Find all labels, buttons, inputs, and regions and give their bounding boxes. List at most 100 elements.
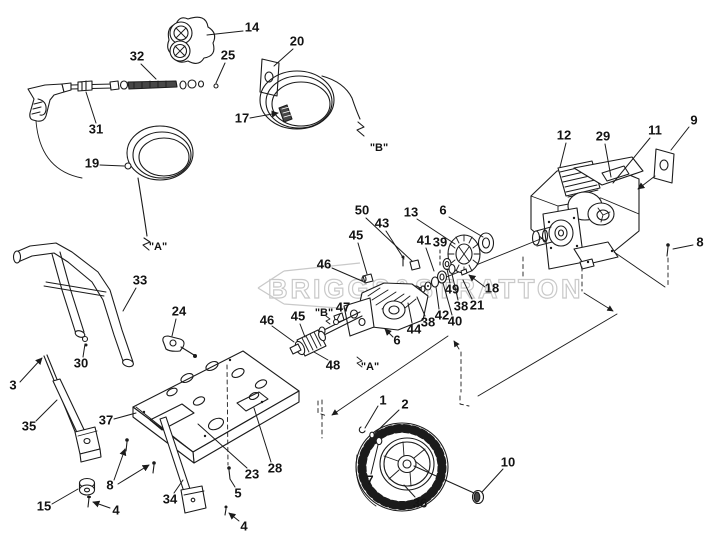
callout-label: 4	[112, 502, 120, 517]
callout-label: 2	[401, 396, 408, 411]
extension-lance	[119, 79, 219, 90]
part-callout-9-12: 9	[670, 112, 698, 151]
part-callout-24-38: 24	[171, 303, 187, 337]
part-callout-21-24: 21	[462, 279, 484, 312]
callout-label: 37	[99, 412, 113, 427]
leader-line	[435, 286, 440, 310]
leader-line	[407, 302, 413, 324]
leader-line	[19, 357, 43, 383]
part-callout-14-0: 14	[206, 19, 260, 36]
nozzle-holder	[167, 16, 216, 64]
callout-label: 5	[234, 485, 241, 500]
washer-7	[375, 436, 383, 446]
part-callout-12-9: 12	[557, 127, 571, 168]
callout-label: 6	[439, 202, 446, 217]
leader-line	[672, 244, 694, 250]
callout-label: 8	[106, 477, 113, 492]
ball-47	[332, 318, 340, 326]
leader-line	[140, 63, 157, 80]
callout-label: 18	[485, 280, 499, 295]
callout-label: 36	[413, 495, 427, 510]
pto-shaft	[531, 230, 541, 246]
part-callout-38-25: 38	[451, 273, 468, 313]
part-callout-1-51: 1	[364, 392, 387, 429]
leader-line	[385, 230, 405, 260]
leader-line	[171, 318, 177, 337]
callout-label: 46	[260, 312, 274, 327]
leader-line	[670, 126, 690, 151]
axle-pin-1	[358, 426, 366, 434]
callout-label: 4	[240, 518, 248, 533]
part-callout-28-50: 28	[253, 407, 282, 475]
leader-line	[82, 343, 86, 358]
callout-label: 34	[163, 491, 178, 506]
callout-label: 35	[22, 418, 36, 433]
leader-line	[612, 137, 651, 184]
leader-line	[442, 282, 453, 316]
part-callout-15-44: 15	[37, 488, 79, 513]
callout-label: 13	[404, 204, 418, 219]
engine	[530, 156, 644, 270]
callout-label: 46	[317, 256, 331, 271]
leader-line	[448, 216, 484, 238]
part-callout-30-39: 30	[74, 343, 88, 370]
leader-line	[197, 423, 248, 469]
part-callout-10-55: 10	[481, 454, 515, 493]
part-callout-6-19: 6	[439, 202, 484, 238]
callout-label: 45	[349, 227, 363, 242]
handle-frame	[12, 242, 134, 368]
part-callout-35-41: 35	[22, 399, 58, 433]
part-callout-39-21: 39	[433, 234, 447, 268]
leader-line	[117, 464, 150, 485]
inlet-coupler-48	[289, 329, 327, 357]
support-strut-group	[43, 354, 102, 508]
leader-line	[99, 164, 125, 167]
callout-label: 50	[355, 202, 369, 217]
callout-label: 7	[366, 472, 373, 487]
leader-line	[92, 500, 111, 509]
leader-line	[249, 110, 279, 119]
leader-line	[253, 407, 272, 463]
part-callout-42-27: 42	[435, 286, 449, 322]
part-callout-2-52: 2	[374, 396, 409, 434]
engine-mount	[573, 241, 619, 266]
leader-line	[113, 412, 137, 420]
leader-line	[273, 48, 294, 67]
callout-label: 23	[245, 466, 259, 481]
callout-label: 6	[393, 332, 400, 347]
callout-label: 41	[417, 232, 431, 247]
leader-line	[35, 399, 58, 422]
leader-line	[446, 268, 451, 284]
leader-line	[374, 409, 400, 434]
bolt-30	[81, 335, 89, 343]
part-callout-20-1: 20	[273, 33, 304, 67]
part-callout-45-32: 45	[291, 308, 306, 338]
leader-line	[365, 217, 413, 262]
coupler-25	[213, 83, 219, 89]
part-callout-41-20: 41	[417, 232, 435, 272]
callout-label: 10	[501, 454, 515, 469]
reference-mark-A-8: "A"	[149, 241, 167, 253]
callout-label: 40	[448, 313, 462, 328]
part-callout-36-54: 36	[403, 484, 427, 510]
leader-line	[462, 279, 473, 300]
starter-housing	[587, 202, 615, 226]
part-callout-50-14: 50	[355, 202, 413, 262]
part-callout-18-23: 18	[468, 274, 499, 295]
control-panel-11	[601, 165, 630, 182]
part-callout-8-13: 8	[672, 234, 704, 250]
callout-label: 45	[291, 308, 305, 323]
leader-line	[51, 488, 79, 505]
part-callout-4-49: 4	[228, 512, 248, 533]
tire-tread	[357, 424, 447, 510]
callout-label: 44	[407, 321, 422, 336]
part-callout-25-3: 25	[215, 47, 235, 84]
callout-label: 30	[74, 355, 88, 370]
callout-label: "A"	[361, 361, 379, 373]
callout-label: 42	[435, 307, 449, 322]
strut-34-group	[125, 364, 231, 516]
leader-line	[215, 62, 226, 84]
part-callout-11-11: 11	[612, 122, 662, 184]
decal-plate-9	[637, 148, 675, 190]
